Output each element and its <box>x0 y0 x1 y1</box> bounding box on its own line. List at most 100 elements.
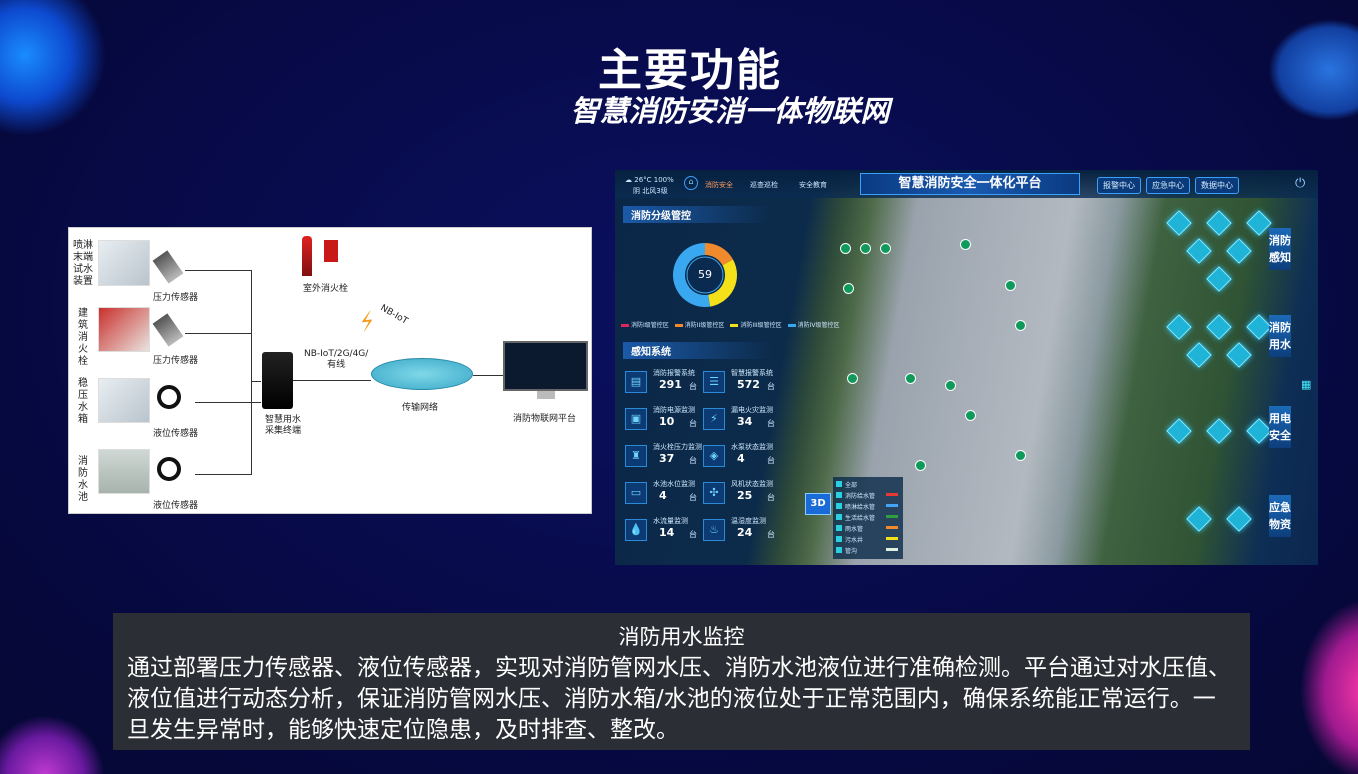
pipe-legend-item[interactable]: 喷淋给水管 <box>836 502 900 511</box>
pipe-legend-item[interactable]: 消防给水管 <box>836 491 900 500</box>
device-marker[interactable] <box>1166 210 1192 236</box>
alarm-center-button[interactable]: 报警中心 <box>1097 177 1141 194</box>
category-electrical-safety[interactable]: 用电安全 <box>1269 406 1291 448</box>
weather-info: 阴 北风3级 <box>633 186 668 196</box>
data-center-button[interactable]: 数据中心 <box>1195 177 1239 194</box>
tab-inspection[interactable]: 巡查巡检 <box>750 181 778 189</box>
legend-label: 雨水管 <box>845 526 864 533</box>
home-icon[interactable]: ⌂ <box>684 176 698 190</box>
water-pool-image <box>98 449 150 494</box>
device-marker[interactable] <box>1246 210 1272 236</box>
category-fire-sensing[interactable]: 消防感知 <box>1269 228 1291 270</box>
device-marker[interactable] <box>1246 314 1272 340</box>
connector-line <box>185 270 251 271</box>
legend-swatch <box>886 526 898 529</box>
pipe-legend-item[interactable]: 管沟 <box>836 546 900 555</box>
sensor-name: 水流量监测 <box>653 517 688 525</box>
device-marker[interactable] <box>1226 342 1252 368</box>
map-pin[interactable] <box>915 460 926 471</box>
map-pin[interactable] <box>843 283 854 294</box>
tab-education[interactable]: 安全教育 <box>799 181 827 189</box>
pipe-legend: 全部消防给水管喷淋给水管生活给水管雨水管污水井管沟 <box>833 477 903 559</box>
device-marker[interactable] <box>1206 418 1232 444</box>
pipe-legend-item[interactable]: 污水井 <box>836 535 900 544</box>
map-pin[interactable] <box>880 243 891 254</box>
device-marker[interactable] <box>1206 266 1232 292</box>
sensor-count: 4 <box>659 489 667 502</box>
pipe-legend-item[interactable]: 全部 <box>836 480 900 489</box>
sensor-icon: ▭ <box>625 482 647 504</box>
description-body: 通过部署压力传感器、液位传感器，实现对消防管网水压、消防水池液位进行准确检测。平… <box>127 655 1231 743</box>
level-sensor-icon <box>157 457 181 481</box>
donut-legend-item: 消防II级管控区 <box>674 320 724 329</box>
pressure-sensor-icon <box>152 313 184 347</box>
emergency-center-button[interactable]: 应急中心 <box>1146 177 1190 194</box>
legend-label: 全部 <box>845 482 858 489</box>
pipe-legend-item[interactable]: 雨水管 <box>836 524 900 533</box>
donut-center <box>686 256 724 294</box>
device-marker[interactable] <box>1206 210 1232 236</box>
donut-legend: 消防I级管控区消防II级管控区消防III级管控区消防IV级管控区 <box>621 320 840 329</box>
device-marker[interactable] <box>1166 418 1192 444</box>
sensor-count: 572 <box>737 378 760 391</box>
sensor-name: 消防电源监测 <box>653 406 695 414</box>
map-pin[interactable] <box>860 243 871 254</box>
power-icon[interactable]: ⏻ <box>1295 176 1306 191</box>
device-marker[interactable] <box>1226 238 1252 264</box>
sensor-label: 液位传感器 <box>153 429 199 439</box>
tab-fire-safety[interactable]: 消防安全 <box>705 181 733 189</box>
device-marker[interactable] <box>1246 418 1272 444</box>
map-pin[interactable] <box>905 373 916 384</box>
device-marker[interactable] <box>1186 238 1212 264</box>
sensor-count: 34 <box>737 415 753 428</box>
category-fire-water[interactable]: 消防用水 <box>1269 315 1291 357</box>
device-marker[interactable] <box>1166 314 1192 340</box>
map-pin[interactable] <box>965 410 976 421</box>
category-emergency-supplies[interactable]: 应急物资 <box>1269 495 1291 537</box>
weather-temp: ☁ 26°C 100% <box>625 176 674 184</box>
checkbox-icon[interactable] <box>836 492 842 498</box>
sprinkler-test-image <box>98 240 150 286</box>
device-marker[interactable] <box>1186 342 1212 368</box>
donut-total: 59 <box>698 268 712 281</box>
donut-segment <box>708 259 737 307</box>
map-pin[interactable] <box>847 373 858 384</box>
link-label-line: 有线 <box>327 360 346 370</box>
device-marker[interactable] <box>1226 506 1252 532</box>
checkbox-icon[interactable] <box>836 547 842 553</box>
map-pin[interactable] <box>1015 450 1026 461</box>
map-pin[interactable] <box>1005 280 1016 291</box>
map-pin[interactable] <box>1015 320 1026 331</box>
donut-segment <box>673 243 711 307</box>
map-pin[interactable] <box>840 243 851 254</box>
sensor-icon: ✣ <box>703 482 725 504</box>
checkbox-icon[interactable] <box>836 536 842 542</box>
legend-swatch <box>674 324 683 327</box>
checkbox-icon[interactable] <box>836 525 842 531</box>
map-pin[interactable] <box>960 239 971 250</box>
checkbox-icon[interactable] <box>836 481 842 487</box>
device-marker[interactable] <box>1206 314 1232 340</box>
sensor-unit: 台 <box>689 456 697 465</box>
checkbox-icon[interactable] <box>836 514 842 520</box>
sensor-unit: 台 <box>767 382 775 391</box>
legend-swatch <box>886 493 898 496</box>
device-marker[interactable] <box>1186 506 1212 532</box>
grid-menu-icon[interactable]: ▦ <box>1301 378 1312 391</box>
checkbox-icon[interactable] <box>836 503 842 509</box>
view-3d-button[interactable]: 3D <box>805 493 831 515</box>
pipe-legend-item[interactable]: 生活给水管 <box>836 513 900 522</box>
lightning-icon: ⚡ <box>354 305 381 339</box>
sensor-count: 37 <box>659 452 675 465</box>
map-pin[interactable] <box>945 380 956 391</box>
